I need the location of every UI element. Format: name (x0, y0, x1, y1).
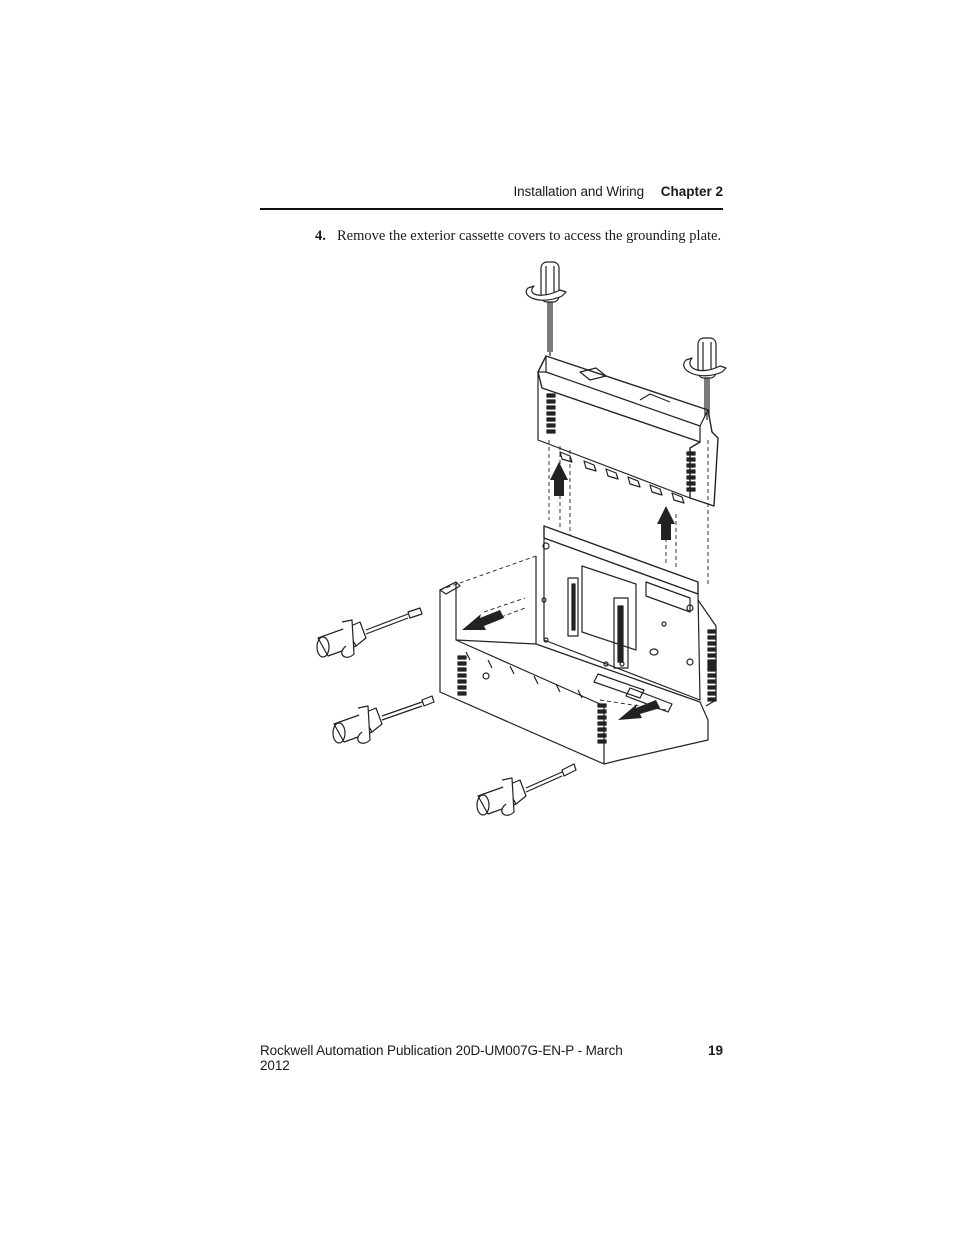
screwdriver-icon (525, 261, 567, 356)
screwdriver-icon (683, 337, 727, 420)
header-rule (260, 208, 723, 210)
chapter-label: Chapter 2 (660, 184, 723, 199)
step-instruction: 4. Remove the exterior cassette covers to… (315, 228, 721, 245)
guide-lines (439, 440, 709, 711)
chassis-base (439, 525, 717, 765)
top-cassette-cover (537, 355, 719, 507)
step-number: 4. (315, 228, 326, 244)
screwdriver-icon (316, 607, 423, 658)
page-header: Installation and Wiring Chapter 2 (260, 184, 723, 204)
screwdriver-icon (332, 695, 435, 744)
left-arrow-icon (462, 610, 660, 720)
page-footer: Rockwell Automation Publication 20D-UM00… (260, 1043, 723, 1073)
publication-info: Rockwell Automation Publication 20D-UM00… (260, 1043, 623, 1073)
cassette-cover-removal-illustration (300, 255, 740, 830)
up-arrow-icon (550, 462, 675, 540)
step-text: Remove the exterior cassette covers to a… (337, 228, 722, 244)
screwdriver-icon (476, 763, 577, 816)
section-title: Installation and Wiring (513, 184, 644, 199)
page-number: 19 (707, 1043, 723, 1058)
